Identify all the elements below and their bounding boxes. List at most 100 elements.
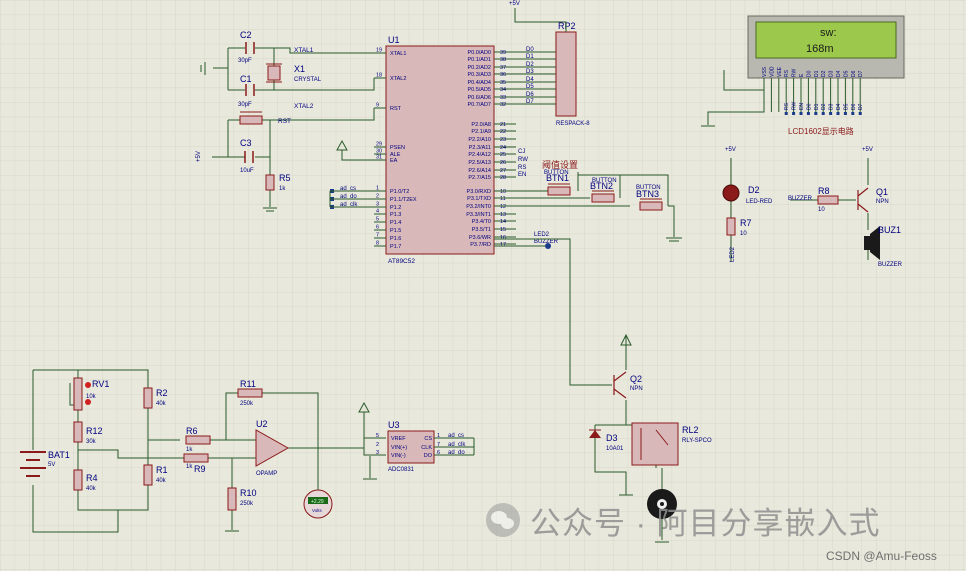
mcu-left-pins: 19XTAL118XTAL29RST29PSEN30ALE31EA1P1.0/T… [330, 48, 417, 250]
d3-part: 10A01 [606, 446, 624, 452]
crystal-x1[interactable] [266, 63, 282, 83]
c2-ref: C2 [240, 30, 252, 40]
r9-value: 1k [186, 464, 193, 470]
button-btn1[interactable] [547, 183, 571, 196]
mcu-pin-number: 30 [376, 149, 382, 155]
cap-c1[interactable] [245, 84, 255, 96]
power-arrow-ea [336, 139, 374, 161]
mcu-pin-number: 31 [376, 155, 382, 161]
transistor-q2[interactable] [613, 371, 627, 399]
net-terminal [851, 112, 855, 115]
btn1-ref: BTN1 [546, 173, 569, 183]
net-label-p3: BUZZER [534, 239, 559, 245]
r5-value: 1k [279, 186, 286, 192]
motor-fan[interactable] [647, 489, 677, 519]
rv1-down-handle[interactable] [85, 399, 91, 405]
net-label-p2: RS [518, 165, 526, 171]
r4-value: 40k [86, 486, 97, 492]
mcu-pin-name: P1.4 [390, 220, 401, 226]
adc-pin-number: 6 [437, 450, 440, 456]
p1-net-wiring [329, 190, 374, 208]
mcu-u1[interactable]: U1 AT89C52 19XTAL118XTAL29RST29PSEN30ALE… [330, 35, 559, 265]
lcd-net-label: D6 [851, 103, 857, 110]
r9-ref: R9 [194, 464, 206, 474]
resistor-r7[interactable] [726, 217, 736, 236]
lcd-section-label: LCD1602显示电路 [788, 126, 854, 136]
battery-bat1[interactable] [20, 451, 46, 477]
voltmeter[interactable]: +2.29 Volts [303, 489, 333, 519]
opamp-u2[interactable] [255, 429, 290, 467]
net-label-p2: EN [518, 172, 526, 178]
mcu-pin-name: P1.1/T2EX [390, 197, 417, 203]
resistor-r9[interactable] [183, 453, 209, 463]
mcu-pin-name: P2.6/A14 [468, 168, 491, 174]
net-terminal [821, 112, 825, 115]
potentiometer-rv1[interactable] [73, 377, 83, 411]
voltmeter-unit: Volts [312, 508, 323, 513]
net-rst: RST [278, 118, 291, 125]
net-terminal [843, 112, 847, 115]
relay-rl2[interactable] [631, 422, 679, 466]
resistor-r5[interactable] [265, 174, 275, 191]
lcd-net-label: D1 [814, 103, 820, 110]
mcu-pin-number: 5 [376, 217, 379, 223]
rv1-up-handle[interactable] [85, 382, 91, 388]
d3-ref: D3 [606, 433, 618, 443]
resistor-r11[interactable] [237, 388, 263, 398]
mcu-pin-name: RST [390, 106, 402, 112]
adc-pin-number: 5 [376, 433, 379, 439]
mcu-pin-number: 23 [500, 137, 506, 143]
resistor-r8[interactable] [817, 195, 839, 205]
c3-ref: C3 [240, 138, 252, 148]
r11-ref: R11 [240, 379, 256, 389]
resistor-r6[interactable] [185, 435, 211, 445]
mcu-ref: U1 [388, 35, 400, 45]
btn3-ref: BTN3 [636, 189, 659, 199]
lcd-pin-name: RS [784, 69, 790, 77]
r1-ref: R1 [156, 465, 168, 475]
lcd-pin-name: VSS [762, 66, 768, 77]
lcd-line2: 168m [806, 43, 834, 55]
led-d2[interactable] [722, 184, 740, 202]
cap-c2[interactable] [245, 42, 255, 54]
adc-net-label: ad_do [448, 450, 465, 456]
resistor-r10[interactable] [227, 487, 237, 511]
q1-ref: Q1 [876, 187, 888, 197]
mcu-pin-number: 14 [500, 219, 506, 225]
adc-pin-name: VIN(-) [391, 453, 406, 459]
cap-c3[interactable] [244, 151, 254, 163]
mcu-pin-number: 39 [500, 50, 506, 56]
lcd-pin-name: D7 [858, 70, 864, 77]
button-btn3[interactable] [639, 198, 663, 211]
mcu-pin-number: 7 [376, 233, 379, 239]
mcu-pin-name: P1.3 [390, 212, 401, 218]
power-arrow-q2 [620, 333, 632, 346]
resistor-r12[interactable] [73, 421, 83, 443]
button-btn2[interactable] [591, 190, 615, 203]
net-terminal [799, 112, 803, 115]
net-label-p2: RW [518, 157, 528, 163]
r7-ref: R7 [740, 218, 752, 228]
mcu-pin-number: 28 [500, 175, 506, 181]
mcu-pin-number: 22 [500, 129, 506, 135]
mcu-pin-name: P3.0/RXD [467, 189, 491, 195]
adc-u3[interactable] [387, 430, 435, 464]
resistor-r4[interactable] [73, 469, 83, 491]
resistor-r2[interactable] [143, 387, 153, 409]
vcc-label-respack: +5V [509, 1, 520, 7]
r11-value: 250k [240, 401, 254, 407]
reset-button[interactable] [239, 111, 263, 125]
buzzer-buz1[interactable] [864, 226, 880, 260]
ground-symbol-crystal [200, 62, 206, 75]
mcu-pin-number: 13 [500, 212, 506, 218]
btn2-ref: BTN2 [590, 181, 613, 191]
transistor-q1[interactable] [857, 187, 869, 213]
mcu-pin-number: 19 [376, 48, 382, 54]
diode-d3[interactable] [589, 429, 601, 438]
respack-rp2[interactable] [555, 31, 577, 117]
lcd-pin-name: E [799, 73, 805, 77]
r12-value: 30k [86, 439, 97, 445]
lcd-module[interactable]: sw: 168m [747, 15, 905, 79]
resistor-r1[interactable] [143, 464, 153, 486]
u3-part: ADC0831 [388, 467, 415, 473]
